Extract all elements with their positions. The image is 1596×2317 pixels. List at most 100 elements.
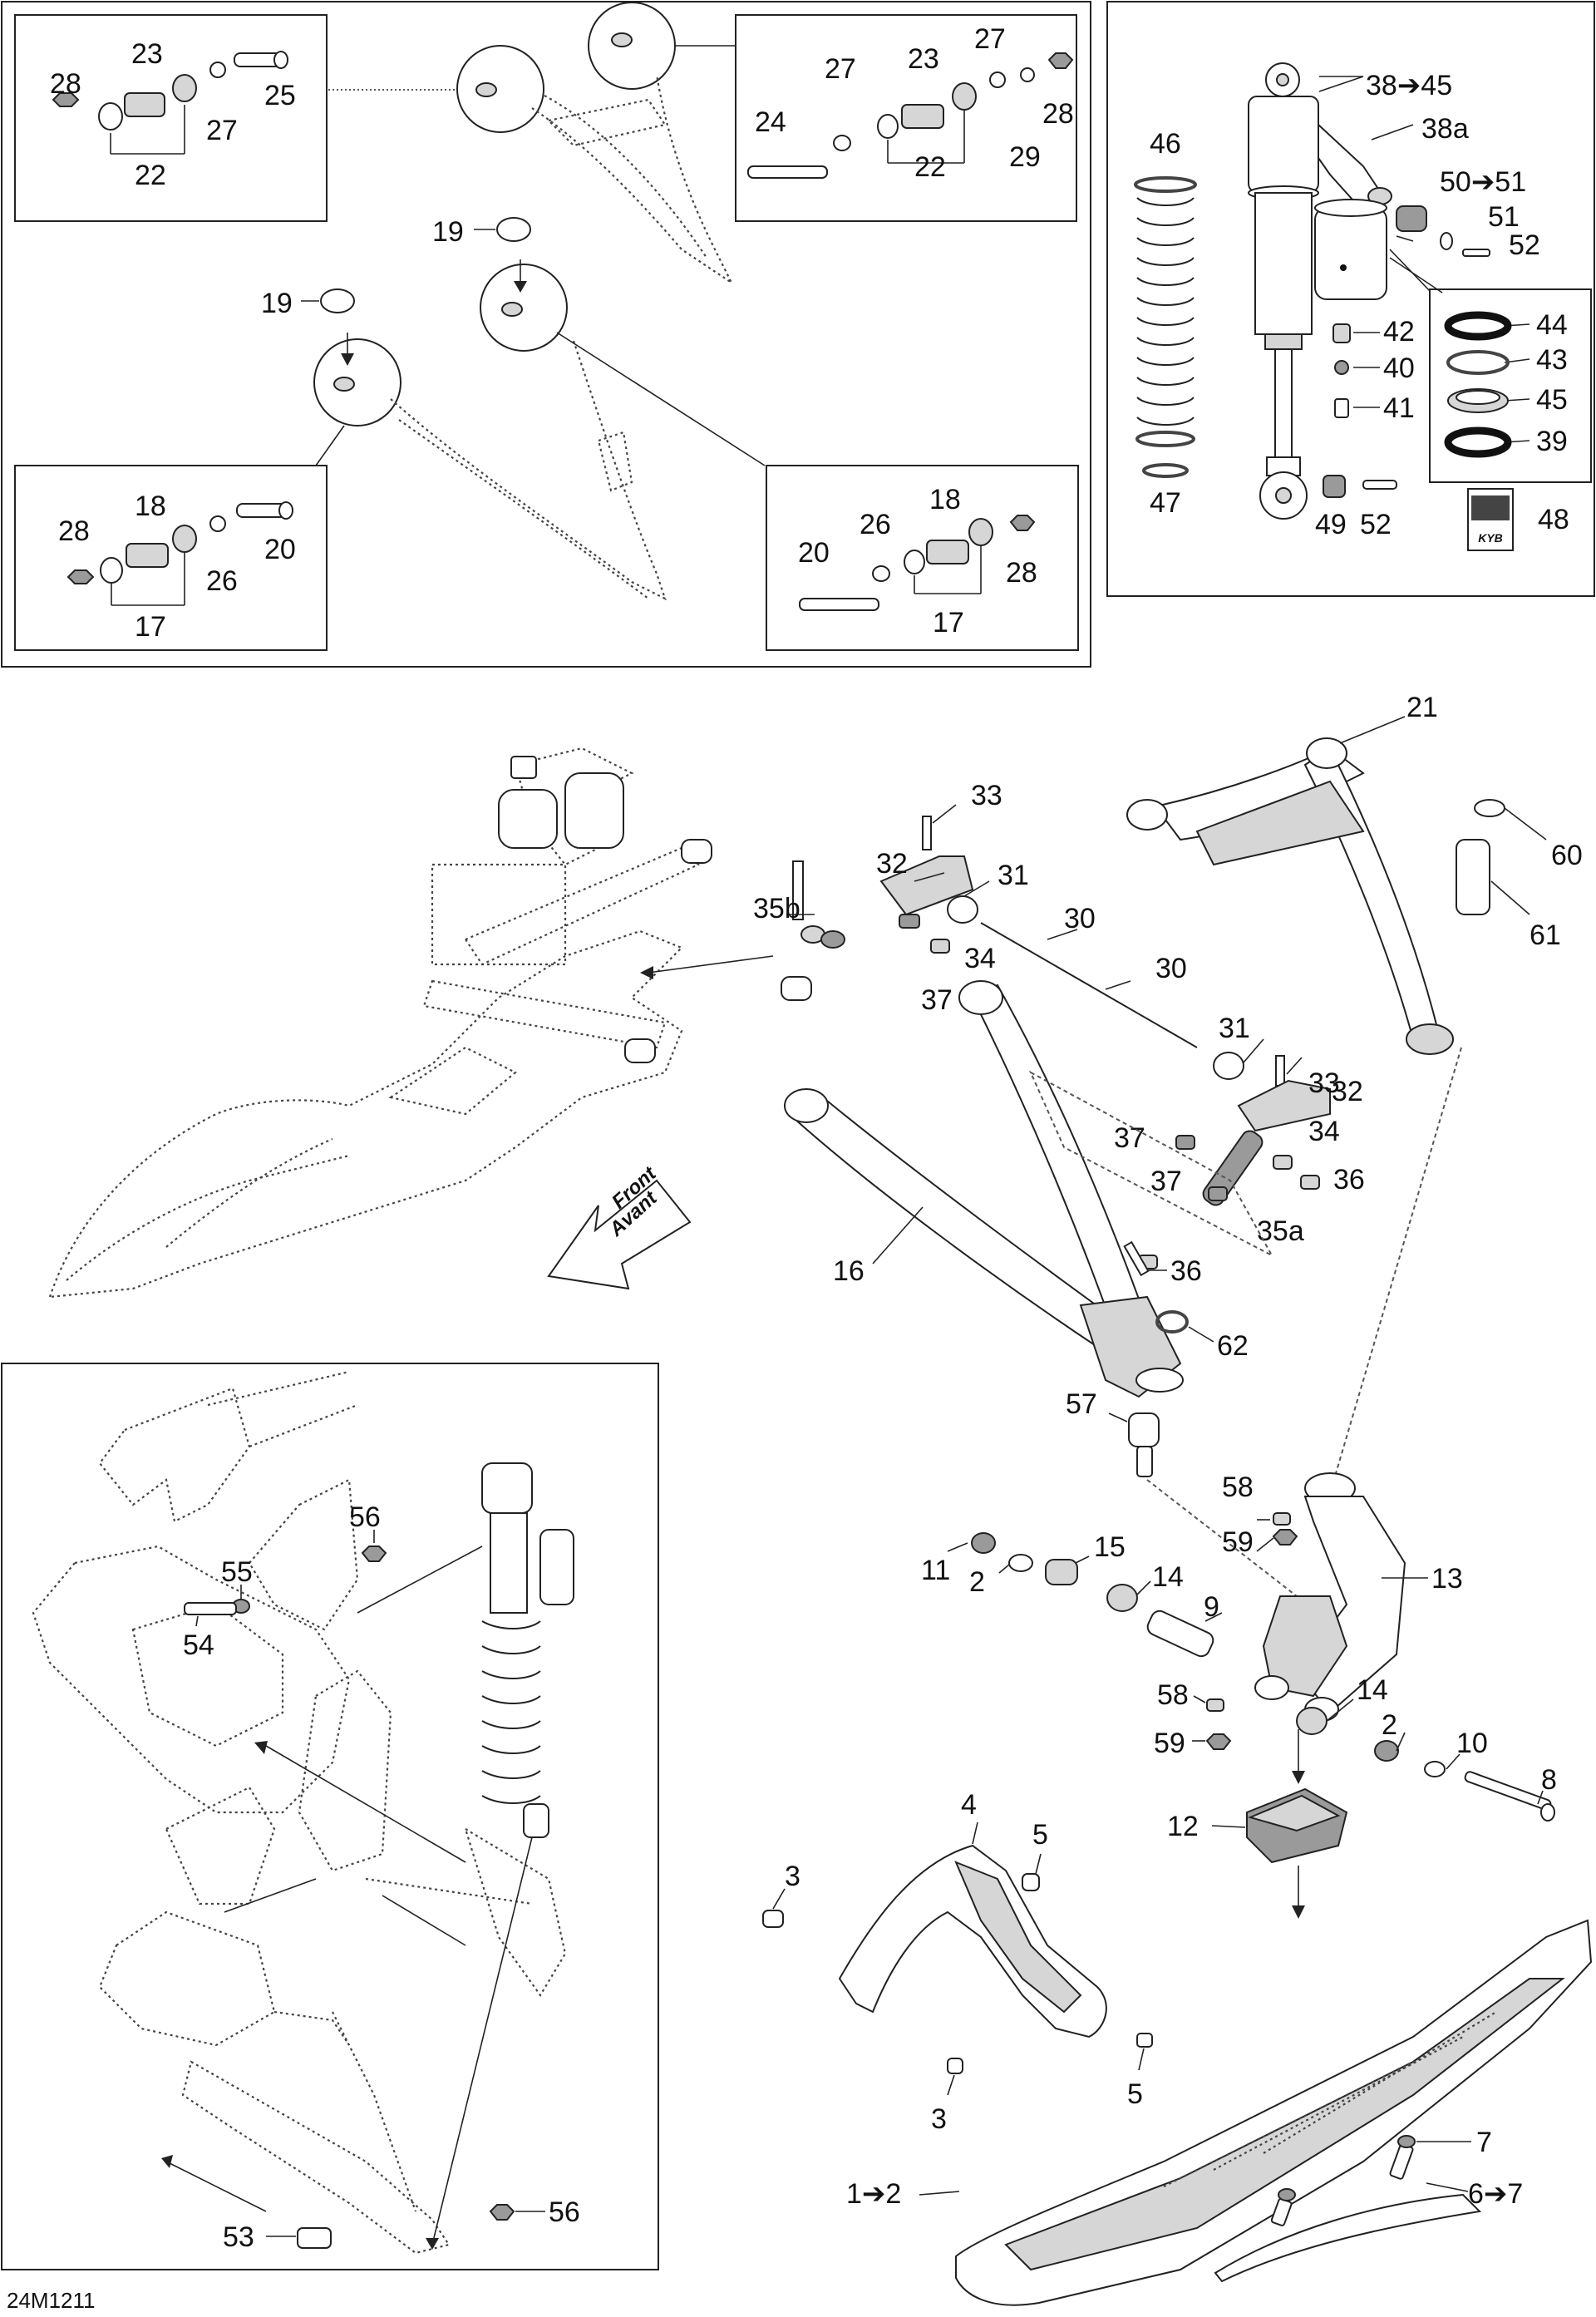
callout-29: 29 [1009,141,1041,173]
callout-40: 40 [1383,352,1415,384]
callout-50-51: 50➔51 [1440,166,1526,198]
ski-pad-12 [1246,1787,1348,1864]
callout-49: 49 [1315,509,1347,540]
callout-36: 36 [1333,1164,1365,1195]
callout-55: 55 [221,1556,253,1588]
callout-46: 46 [1150,128,1181,160]
callout-28: 28 [1006,557,1037,589]
runner-carbide [1214,2135,1482,2283]
callout-14: 14 [1152,1561,1184,1593]
bushing-set-17-drawing [66,501,293,606]
callout-32: 32 [876,848,908,880]
callout-54: 54 [183,1629,214,1661]
callouts-box-22-right: 27 23 24 27 28 29 22 [755,23,1074,183]
callout-36: 36 [1170,1255,1202,1287]
callout-35a: 35a [1257,1215,1304,1247]
callout-52: 52 [1360,509,1392,540]
front-chassis-drawing [48,747,812,1299]
callout-7: 7 [1476,2127,1492,2158]
callout-43: 43 [1536,344,1568,376]
shock-absorber-drawing [1248,62,1490,520]
bushing-set-22-right-drawing [747,52,1074,179]
bushing-box-22 [14,14,328,222]
callout-39: 39 [1536,426,1568,457]
callout-53: 53 [223,2221,254,2253]
chassis-inset-panel: 56 55 54 56 53 [1,1363,659,2270]
callout-5: 5 [1127,2078,1143,2110]
shock-panel: 46 47 [1106,1,1595,597]
ski-handle-4 [762,1844,1153,2074]
upper-a-arm-drawing [328,2,736,286]
callout-35b: 35b [753,893,800,924]
callout-58: 58 [1157,1679,1189,1711]
chassis-arrows [640,955,774,979]
callout-19: 19 [261,288,293,319]
shock-panel-border [1106,1,1595,597]
callout-2: 2 [969,1566,985,1598]
bushing-box-17 [14,465,328,651]
callout-34: 34 [1308,1116,1340,1147]
callout-37: 37 [921,984,953,1016]
callout-33: 33 [1308,1067,1340,1099]
callout-15: 15 [1094,1531,1126,1563]
callout-22: 22 [135,160,166,191]
callout-5: 5 [1032,1819,1048,1851]
pivot-parts-right [1205,1698,1555,1822]
callout-1-2: 1➔2 [846,2178,901,2210]
callout-2: 2 [1382,1709,1397,1741]
callout-9: 9 [1204,1591,1219,1623]
callout-60: 60 [1551,840,1583,871]
callout-23: 23 [908,43,939,75]
callout-20: 20 [798,537,830,569]
callout-27: 27 [974,23,1006,55]
callout-14: 14 [1357,1674,1388,1706]
callout-18: 18 [135,491,166,522]
callout-3: 3 [931,2103,947,2135]
callout-24: 24 [755,106,786,138]
callout-27: 27 [825,53,856,85]
callout-10: 10 [1456,1728,1488,1759]
lower-a-arm-drawing [313,259,766,601]
callout-33: 33 [971,780,1002,811]
callout-4: 4 [961,1789,977,1821]
callout-44: 44 [1536,309,1568,341]
callout-59: 59 [1154,1728,1185,1759]
callout-28: 28 [1042,98,1074,130]
callout-6-7: 6➔7 [1468,2178,1523,2210]
callout-11: 11 [921,1555,950,1586]
main-assembly: Front Avant 21 60 61 [48,692,1593,2306]
inset-frame-drawing [32,1370,574,2255]
seals-drawing [1444,311,1512,458]
callout-20: 20 [264,534,296,565]
callout-22: 22 [914,151,946,183]
panel-border [1,1,1091,668]
snap-ring-62 [1155,1310,1189,1334]
spring-46-drawing [1134,176,1197,478]
bushing-set-17-right-drawing [799,515,1036,611]
callout-30: 30 [1064,903,1096,934]
callout-26: 26 [860,509,891,540]
callout-30: 30 [1155,953,1187,984]
callouts-box-22: 28 23 25 27 22 [50,38,296,191]
inset-hardware [184,1545,515,2249]
callout-48: 48 [1538,504,1569,535]
upper-a-arm-panel: 28 23 25 27 22 27 23 24 27 28 29 [1,1,1091,668]
callout-8: 8 [1541,1764,1557,1796]
callout-51: 51 [1488,201,1520,233]
callout-13: 13 [1431,1563,1463,1595]
callout-37: 37 [1114,1122,1145,1154]
kyb-logo-text: KYB [1478,531,1503,545]
callout-34: 34 [964,943,996,974]
callout-41: 41 [1383,392,1415,424]
bushing-set-22-drawing [52,51,288,155]
callout-28: 28 [50,68,81,100]
callout-38-45: 38➔45 [1366,70,1452,101]
ring-60 [1474,799,1505,817]
ball-joint-61 [1456,839,1490,915]
callout-57: 57 [1066,1388,1097,1420]
callout-26: 26 [206,565,238,597]
callout-32: 32 [1332,1076,1363,1107]
callout-56: 56 [349,1501,381,1533]
ball-joint-57 [1128,1412,1160,1477]
callout-31: 31 [998,860,1029,891]
